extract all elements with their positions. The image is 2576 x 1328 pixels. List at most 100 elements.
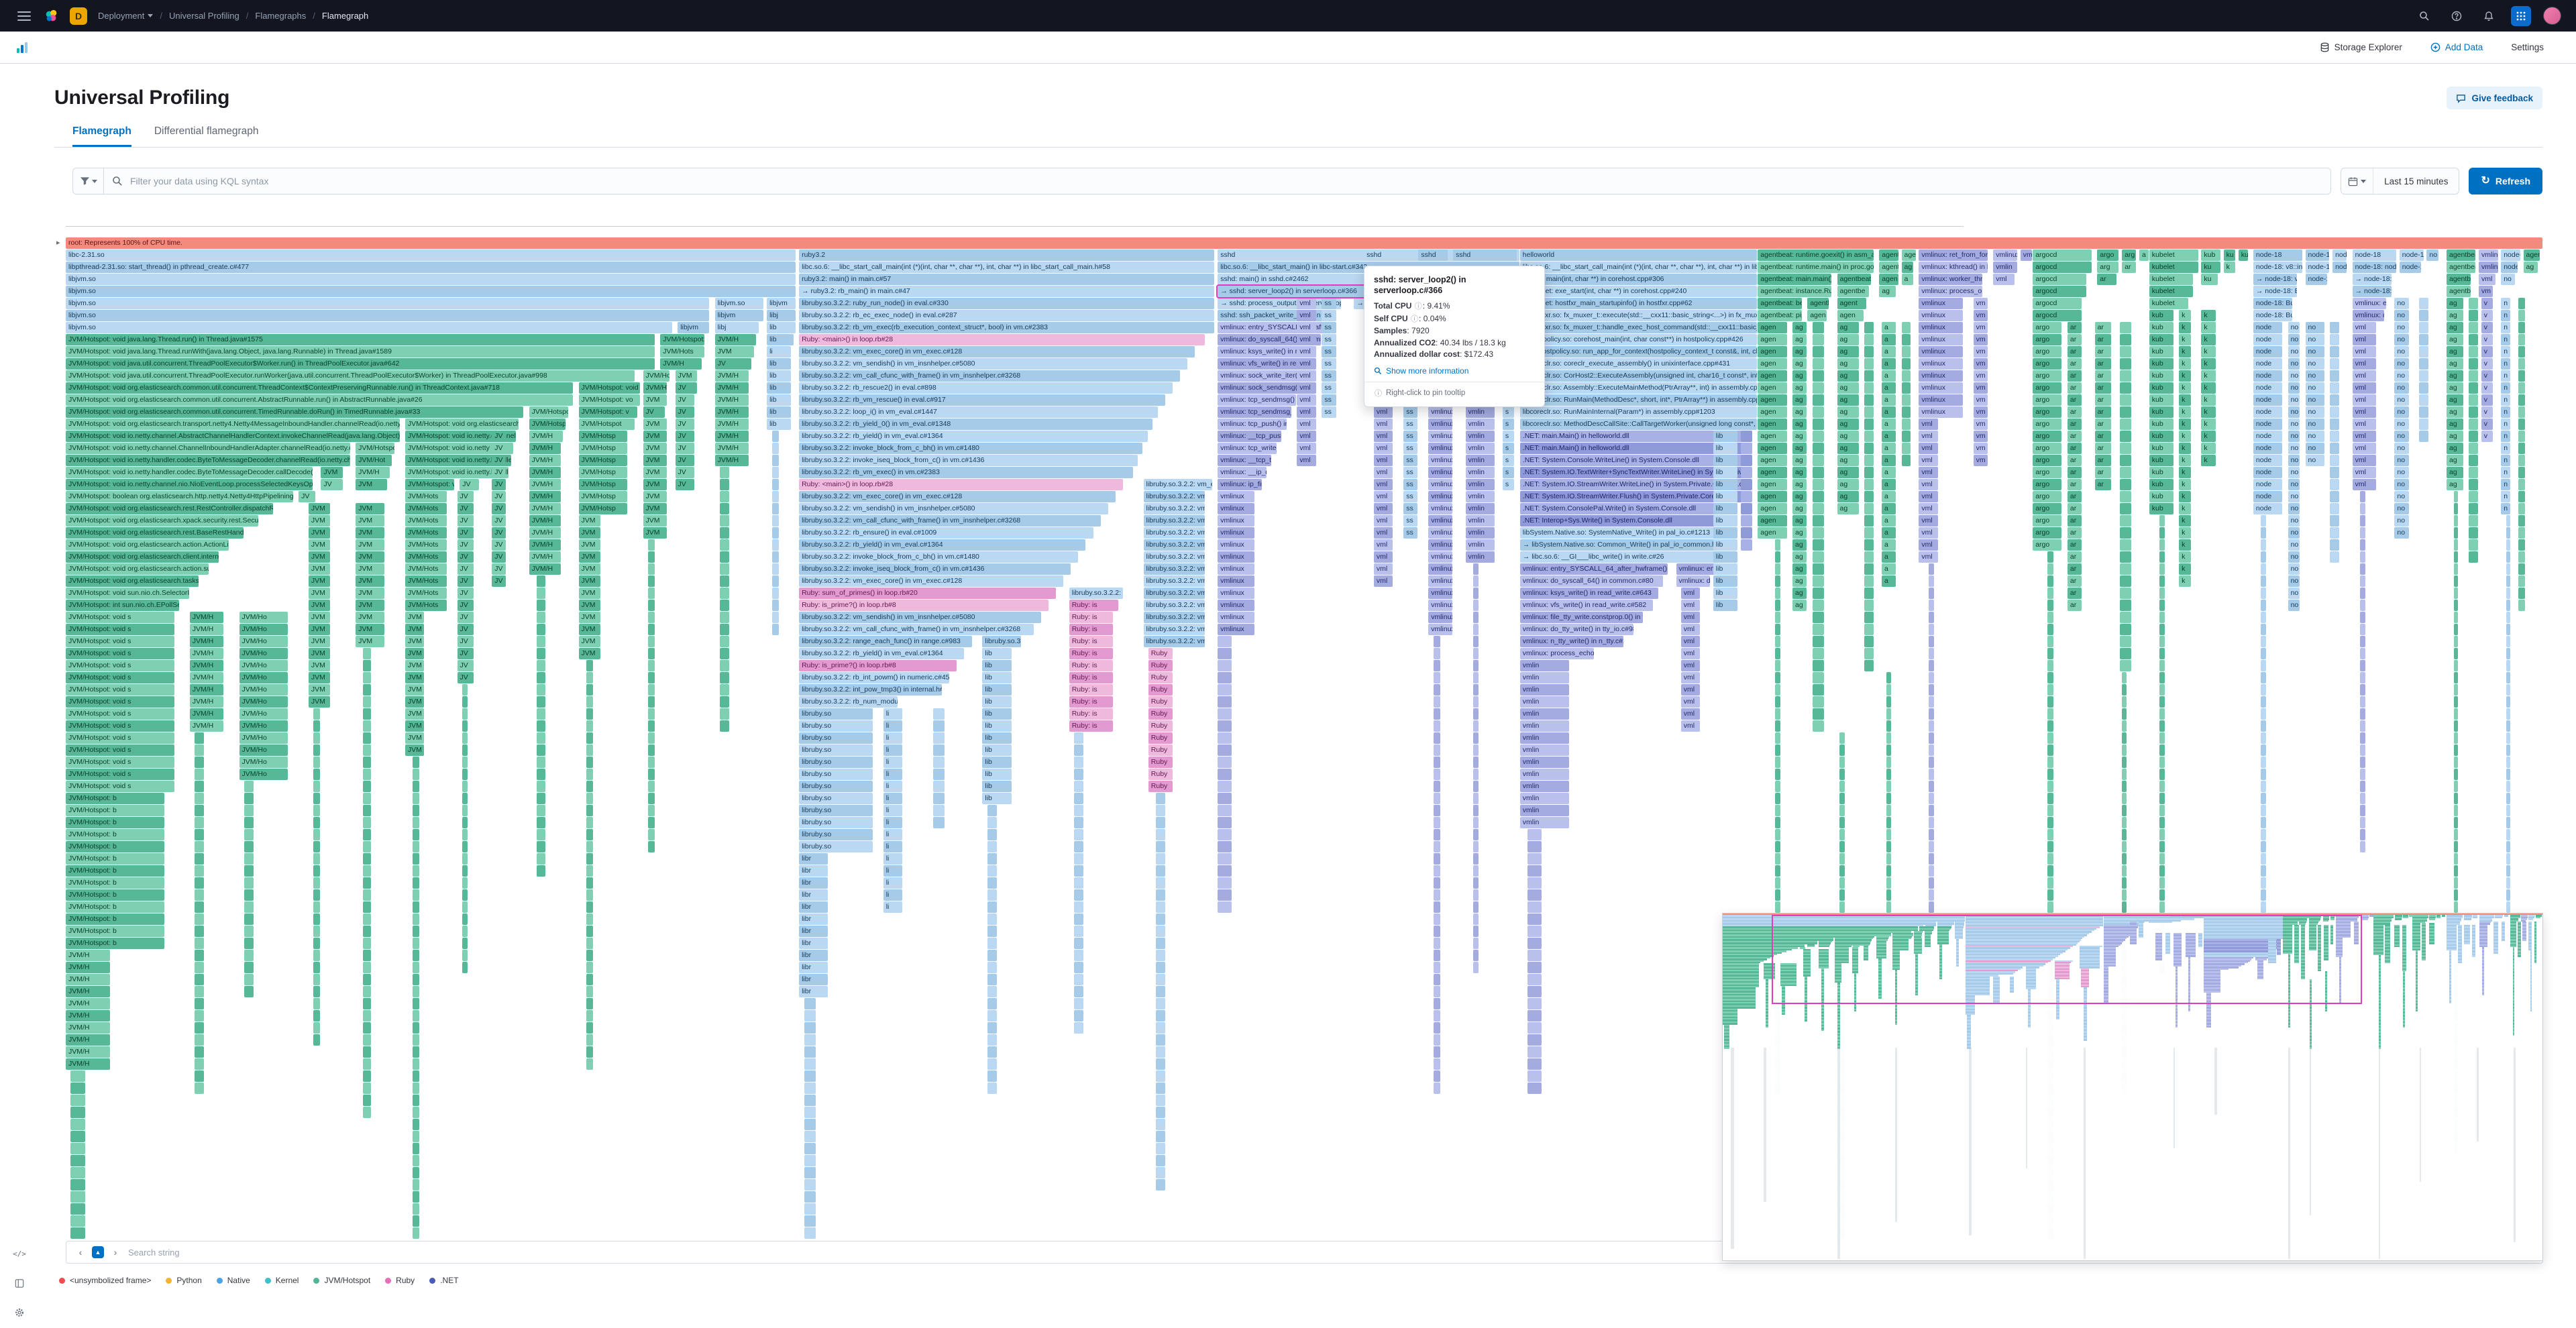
flame-frame[interactable] <box>1527 974 1542 985</box>
flame-frame[interactable] <box>1433 684 1440 696</box>
flame-frame[interactable] <box>647 636 655 647</box>
flame-frame[interactable] <box>195 1022 204 1034</box>
flame-frame[interactable] <box>1155 1034 1165 1046</box>
flame-frame[interactable]: JVM/Hotspot: void io.netty.handler.codec <box>405 467 508 478</box>
tab-flamegraph[interactable]: Flamegraph <box>72 125 131 147</box>
flame-frame[interactable] <box>462 841 468 852</box>
flame-frame[interactable]: vmlinux <box>1428 588 1453 599</box>
flame-frame[interactable] <box>1839 805 1845 816</box>
flame-frame[interactable] <box>2119 346 2131 357</box>
flame-frame[interactable]: vmlinux <box>1428 600 1453 611</box>
flame-frame[interactable]: vmlinux: process_one_work() in workqueue… <box>1919 286 1983 297</box>
flame-frame[interactable] <box>313 950 321 961</box>
flame-frame[interactable]: vml <box>1919 491 1938 502</box>
flame-frame[interactable] <box>647 684 655 696</box>
flame-frame[interactable] <box>2359 829 2365 840</box>
flame-frame[interactable] <box>2261 901 2267 913</box>
flame-frame[interactable] <box>536 793 546 804</box>
flame-frame[interactable] <box>363 1107 372 1118</box>
flame-frame[interactable] <box>1864 322 1874 333</box>
flame-frame[interactable] <box>987 914 997 925</box>
flame-frame[interactable] <box>2159 515 2165 527</box>
flame-frame[interactable] <box>1433 720 1440 732</box>
flame-frame[interactable]: JVM/Hotspot: void s <box>66 708 174 720</box>
flame-frame[interactable] <box>462 757 468 768</box>
flame-frame[interactable]: no <box>2305 322 2324 333</box>
flame-frame[interactable] <box>2469 467 2478 478</box>
flame-frame[interactable] <box>1433 757 1440 768</box>
flame-frame[interactable] <box>1472 588 1479 599</box>
flame-frame[interactable]: libruby.so.3.2.2: invoke_iseq_block_from… <box>799 455 1138 466</box>
flame-frame[interactable] <box>2506 865 2510 877</box>
flame-frame[interactable] <box>804 1191 816 1203</box>
flame-frame[interactable] <box>2454 684 2459 696</box>
flame-frame[interactable]: n <box>2501 419 2510 430</box>
flame-frame[interactable] <box>2506 757 2510 768</box>
flame-frame[interactable]: agentbe <box>1837 286 1869 297</box>
flame-frame[interactable]: JVM/H <box>66 1034 110 1046</box>
flame-frame[interactable] <box>1839 853 1845 865</box>
flame-frame[interactable] <box>647 648 655 659</box>
flame-frame[interactable] <box>1218 696 1232 708</box>
flame-frame[interactable] <box>244 901 254 913</box>
flame-frame[interactable]: n <box>2501 310 2510 321</box>
flame-frame[interactable]: libc.so.6: __libc_start_call_main(int (*… <box>1519 262 1758 273</box>
flame-frame[interactable]: vmlinux <box>1218 588 1254 599</box>
flame-frame[interactable] <box>586 998 593 1009</box>
flame-frame[interactable] <box>2419 310 2429 321</box>
flame-frame[interactable] <box>1155 1083 1165 1094</box>
flame-frame[interactable] <box>647 793 655 804</box>
flame-frame[interactable] <box>2047 877 2053 889</box>
avatar[interactable] <box>2543 7 2561 25</box>
flame-frame[interactable]: JVM <box>308 515 331 527</box>
flame-frame[interactable]: k <box>2223 262 2236 273</box>
flame-frame[interactable]: JVM/H <box>529 491 561 502</box>
flame-frame[interactable]: JVM/Hotspot: void io.netty.channel.Chann… <box>66 443 350 454</box>
flame-frame[interactable] <box>2454 648 2459 659</box>
flame-frame[interactable] <box>2359 624 2365 635</box>
flame-frame[interactable]: n <box>2501 503 2510 514</box>
flame-frame[interactable]: a <box>1882 527 1896 539</box>
flame-frame[interactable]: vmlinux: n_tty_write() in n_tty.c#2326 <box>1519 636 1623 647</box>
flame-frame[interactable] <box>1155 974 1165 985</box>
flame-frame[interactable] <box>1812 563 1825 575</box>
flame-frame[interactable]: libruby.so <box>799 805 873 816</box>
flame-frame[interactable] <box>462 950 468 961</box>
flame-frame[interactable]: libhostfxr.so: fx_muxer_t::handle_exec_h… <box>1519 322 1758 333</box>
flame-frame[interactable] <box>1775 744 1781 756</box>
flame-frame[interactable]: v <box>2481 310 2493 321</box>
flame-frame[interactable] <box>2261 829 2267 840</box>
flame-frame[interactable] <box>462 769 468 780</box>
flame-frame[interactable]: v <box>2481 419 2493 430</box>
flame-frame[interactable]: JVM/Hots <box>405 588 447 599</box>
flame-frame[interactable] <box>1433 805 1440 816</box>
flame-frame[interactable]: Ruby: is <box>1069 648 1114 659</box>
flame-frame[interactable] <box>536 660 546 671</box>
flame-frame[interactable] <box>987 877 997 889</box>
flame-frame[interactable]: JVM/Hotspot: void io.netty.handler <box>405 455 511 466</box>
flame-frame[interactable] <box>2506 769 2510 780</box>
flame-frame[interactable] <box>2518 358 2526 370</box>
flame-frame[interactable]: JVM/H <box>714 455 749 466</box>
flame-frame[interactable] <box>586 744 593 756</box>
flame-frame[interactable] <box>1074 986 1083 997</box>
flame-frame[interactable] <box>1929 817 1935 828</box>
flame-frame[interactable]: argo <box>2033 382 2062 394</box>
flame-frame[interactable]: JVM/Hotspot: void org.elasticsearch.task… <box>66 575 199 587</box>
flame-frame[interactable]: k <box>2201 431 2216 442</box>
flame-frame[interactable]: JVM/Hotspot: b <box>66 926 164 937</box>
flame-frame[interactable] <box>1155 1022 1165 1034</box>
flame-frame[interactable]: ar <box>2094 419 2112 430</box>
flame-frame[interactable]: no <box>2394 358 2409 370</box>
flame-frame[interactable]: ss <box>1322 382 1336 394</box>
flame-frame[interactable]: JVM <box>405 672 425 683</box>
flame-frame[interactable] <box>195 793 204 804</box>
flame-frame[interactable] <box>1775 539 1781 551</box>
flame-frame[interactable]: JVM/Hotsp <box>578 491 628 502</box>
flame-frame[interactable]: libruby.so.3.2.2: vm <box>1143 539 1205 551</box>
flame-frame[interactable]: sshd <box>1418 250 1448 261</box>
flame-frame[interactable] <box>2159 696 2165 708</box>
flame-frame[interactable]: JVM/H <box>66 974 110 985</box>
flame-frame[interactable]: libr <box>799 926 828 937</box>
flame-frame[interactable] <box>2359 817 2365 828</box>
